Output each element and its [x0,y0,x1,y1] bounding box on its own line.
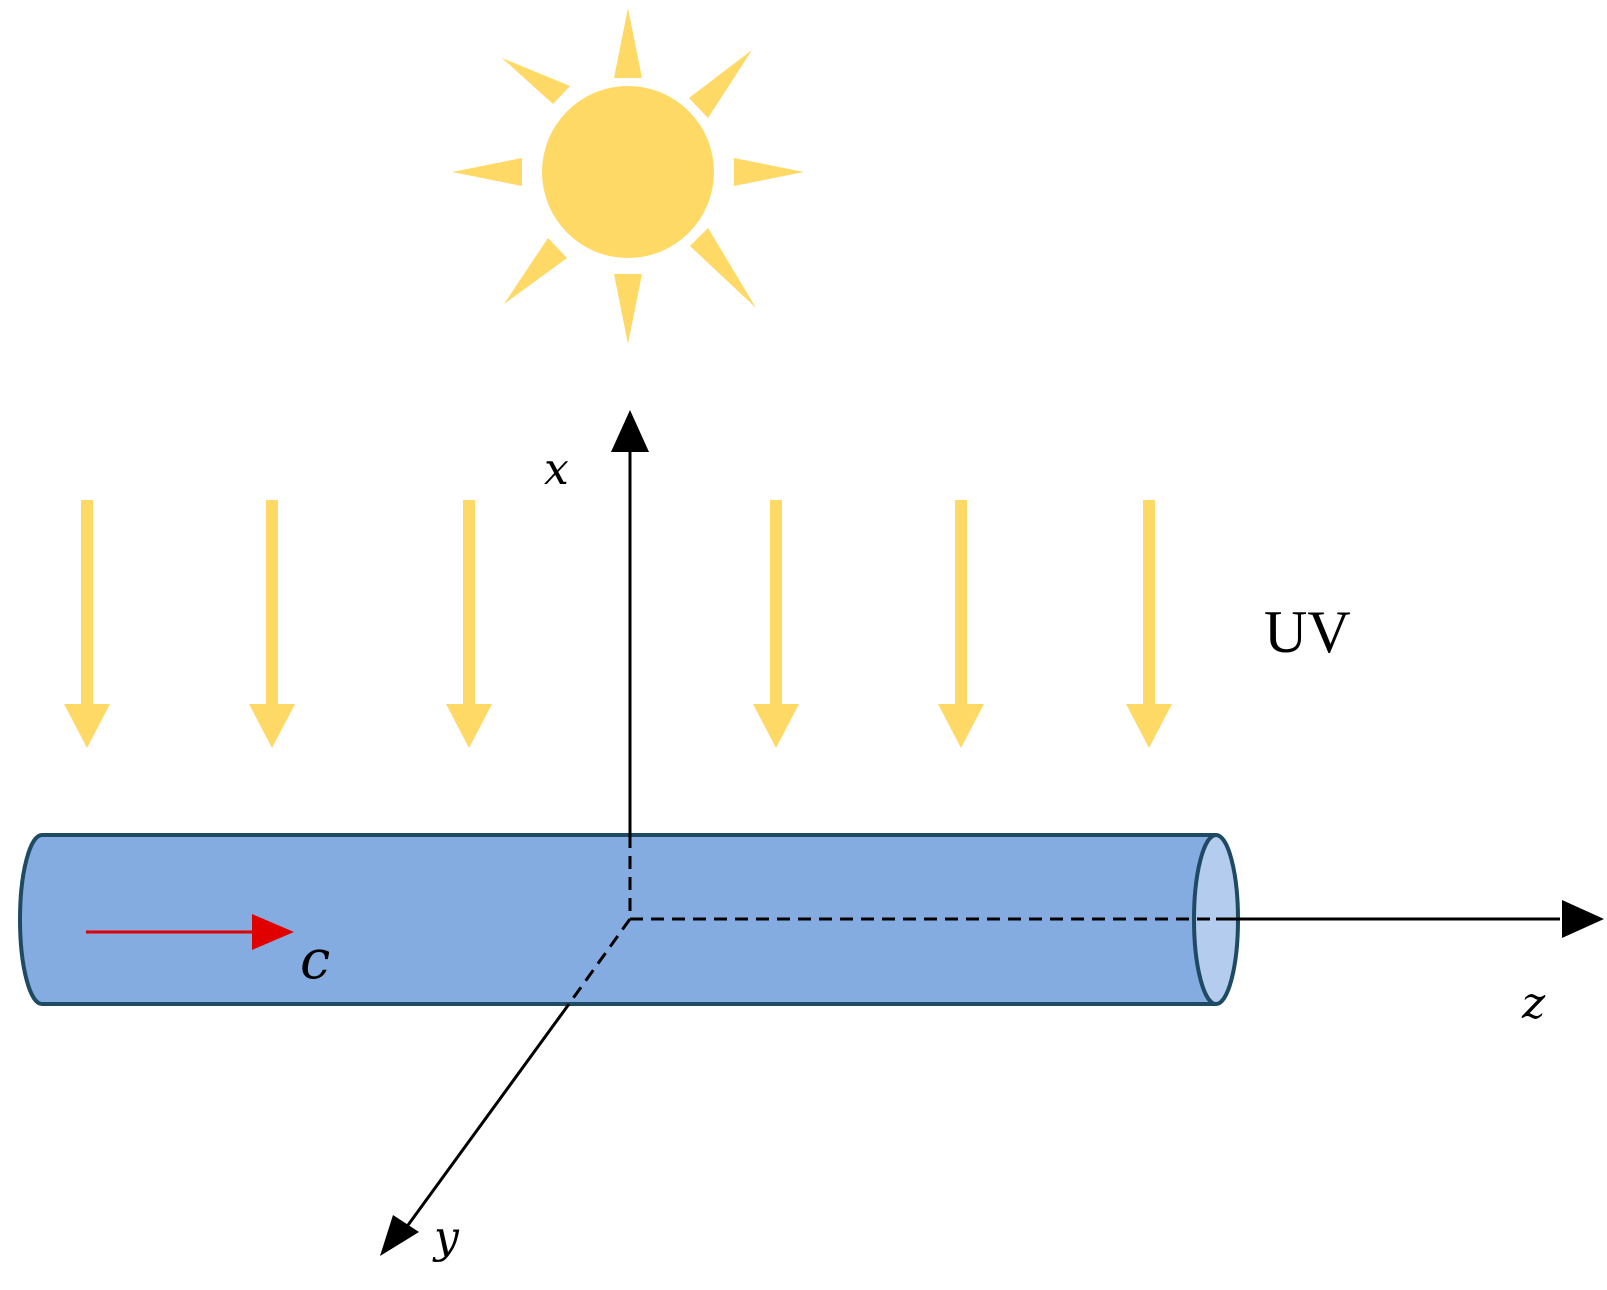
uv-label: UV [1264,599,1351,665]
uv-arrow [446,500,492,748]
uv-arrow [938,500,984,748]
uv-arrows [64,500,1172,748]
y-axis-label: y [432,1212,460,1263]
z-axis-label: z [1521,978,1546,1029]
x-axis-label: x [544,444,569,495]
pipe [18,833,1240,1006]
right-arrow-icon [252,914,294,950]
uv-arrow [64,500,110,748]
z-axis-arrowhead [1562,900,1604,938]
uv-arrow [753,500,799,748]
sun-rays [452,8,804,344]
y-axis-hidden [567,918,632,1005]
flow-arrow [86,914,294,950]
y-axis [380,918,632,1256]
uv-arrow [1126,500,1172,748]
z-axis [630,900,1604,938]
x-axis-arrowhead [611,410,649,452]
y-axis-arrowhead [380,1215,419,1256]
flow-label: c [300,928,330,991]
x-axis [611,410,649,919]
sun-icon [452,8,804,344]
sun-disc [542,86,714,258]
pipe-body [18,833,1218,1006]
uv-arrow [249,500,295,748]
